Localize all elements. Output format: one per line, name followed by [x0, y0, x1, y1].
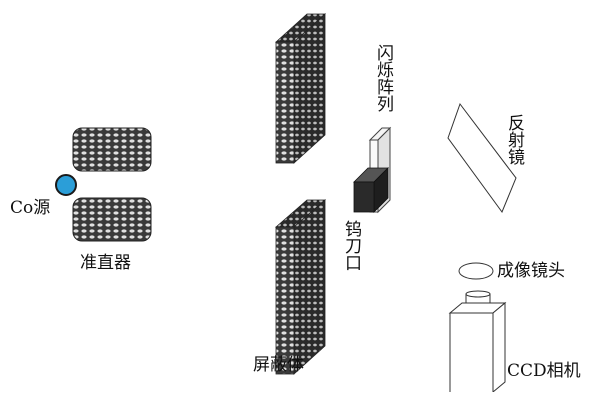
collimator-label: 准直器 — [80, 253, 131, 273]
shield-upper-block — [274, 13, 327, 164]
tungsten-edge-label: 钨刀口 — [341, 220, 361, 271]
shield-lower-block — [274, 199, 327, 375]
lens-label: 成像镜头 — [497, 261, 565, 281]
scintillator-label: 闪烁阵列 — [373, 44, 393, 112]
co-source-icon — [55, 174, 77, 196]
mirror — [447, 102, 517, 214]
co-source-label: Co源 — [10, 198, 51, 218]
tungsten-knife-edge — [353, 167, 389, 213]
mirror-label: 反射镜 — [504, 114, 524, 165]
lens-icon — [458, 262, 494, 280]
ccd-camera — [448, 290, 507, 396]
camera-label: CCD相机 — [507, 361, 581, 381]
shield-label: 屏蔽体 — [253, 355, 304, 375]
collimator-upper-block — [72, 127, 152, 172]
collimator-lower-block — [72, 197, 152, 242]
